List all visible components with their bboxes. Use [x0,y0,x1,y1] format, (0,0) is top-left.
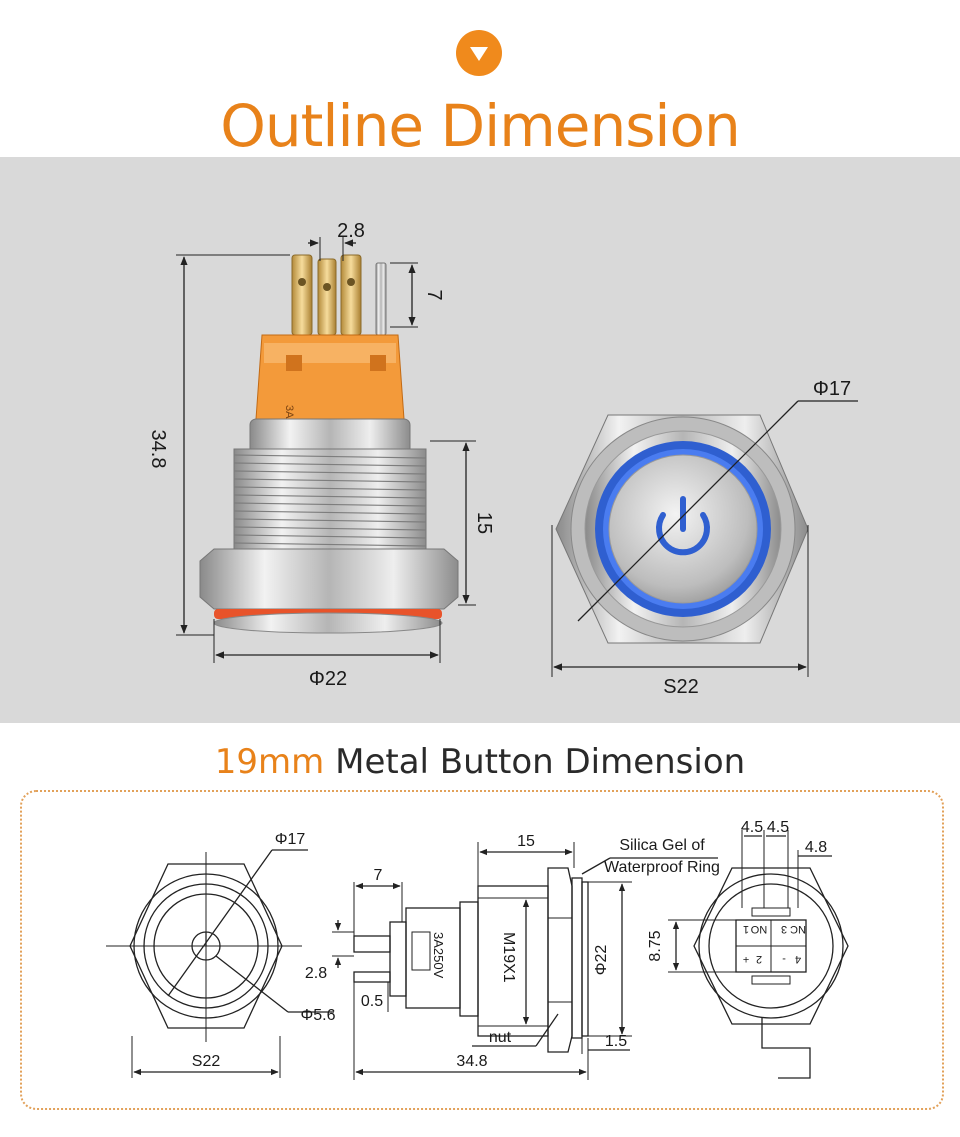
rear-dim-pin-offset: 4.8 [805,839,827,856]
technical-drawing-frame: Φ17 Φ5.6 S22 3A250V M19X1 [20,790,944,1110]
subtitle-accent: 19mm [214,742,325,782]
dim-pin-width: 2.8 [337,220,365,242]
threaded-body [233,448,427,562]
switch-pins [291,254,387,336]
thread-line [233,542,427,547]
orange-housing: 3A 250V [255,334,405,447]
side-dim-diameter: Φ22 [593,945,610,976]
front-dim-head-diameter: Φ17 [275,831,306,848]
drawing-side-view: 3A250V M19X1 7 2.8 0.5 15 Φ22 Si [305,833,720,1080]
terminal-label: 1 [743,923,749,935]
front-dim-nut-width: S22 [192,1053,221,1070]
side-thread-spec: M19X1 [500,932,517,983]
dim-pin-height: 7 [423,289,445,300]
thread-line [233,526,427,531]
rear-dim-pitch-b: 4.5 [767,819,789,836]
subtitle-rest: Metal Button Dimension [324,742,746,782]
rear-dim-pitch-a: 4.5 [741,819,763,836]
thread-line [233,462,427,467]
side-nut-label: nut [489,1029,512,1046]
side-gel-label-2: Waterproof Ring [604,859,720,876]
button-front-view [555,414,809,644]
thread-line [233,454,427,459]
side-housing-print: 3A250V [431,932,446,979]
thread-line [233,518,427,523]
product-photo-illustration: 3A 250V 34.8 2.8 7 15 Φ22 [147,220,858,698]
power-icon [656,496,710,556]
thread-line [233,486,427,491]
thread-line [233,494,427,499]
side-dim-total-length: 34.8 [456,1053,487,1070]
side-dim-pin-thickness: 0.5 [361,993,383,1010]
product-photo-panel: 3A 250V 34.8 2.8 7 15 Φ22 [0,157,960,723]
dim-diameter: Φ22 [309,668,347,690]
rear-dim-pin-row-height: 8.75 [647,930,664,961]
dim-thread-length: 15 [473,512,495,534]
thread-line [233,478,427,483]
thread-line [233,470,427,475]
terminal-label: 2 [756,953,762,965]
drawing-front-view: Φ17 Φ5.6 S22 [106,831,336,1078]
dim-head-diameter: Φ17 [813,378,851,400]
terminal-label: NC [790,923,806,935]
thread-line [233,510,427,515]
side-dim-ring-thickness: 1.5 [605,1033,627,1050]
front-dim-symbol-diameter: Φ5.6 [300,1007,335,1024]
side-dim-pin-length: 7 [374,867,383,884]
terminal-label: NO [750,923,767,935]
thread-line [233,502,427,507]
dim-nut-width: S22 [663,676,699,698]
terminal-label: 4 [795,953,801,965]
thread-line [233,534,427,539]
page-title: Outline Dimension [220,92,741,160]
chevron-down-icon [456,30,502,76]
side-dim-pin-width: 2.8 [305,965,327,982]
terminal-label: + [743,953,749,965]
header: Outline Dimension [0,0,960,160]
hex-nut [199,548,459,610]
dim-total-height: 34.8 [147,430,169,469]
terminal-label: - [782,953,786,965]
side-gel-label-1: Silica Gel of [619,837,705,854]
terminal-label: 3 [781,923,787,935]
side-dim-thread-length: 15 [517,833,535,850]
technical-drawing: Φ17 Φ5.6 S22 3A250V M19X1 [106,819,849,1080]
section-subtitle: 19mm Metal Button Dimension [0,742,960,782]
